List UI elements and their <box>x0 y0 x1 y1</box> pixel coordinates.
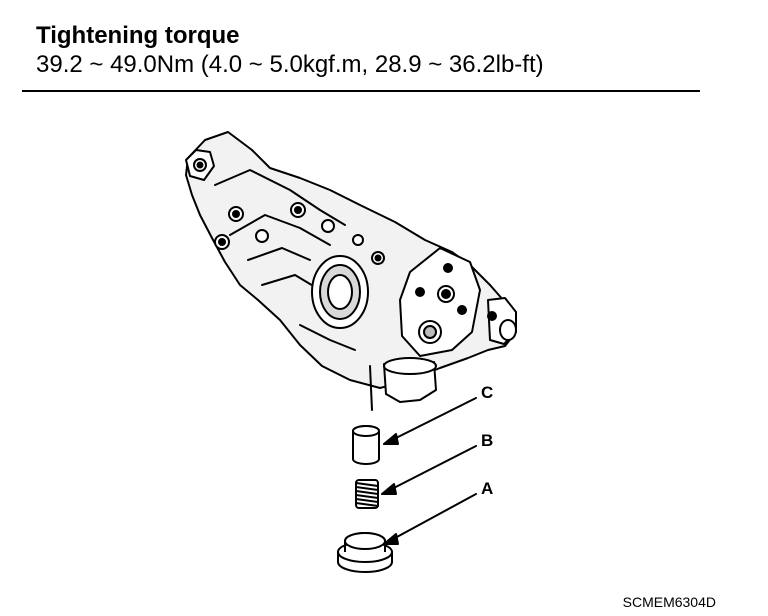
plug-part-a <box>337 532 393 573</box>
torque-header: Tightening torque 39.2 ~ 49.0Nm (4.0 ~ 5… <box>22 22 700 80</box>
leader-c <box>383 397 477 445</box>
leader-b <box>381 445 477 495</box>
header-divider <box>22 90 700 92</box>
leader-a <box>383 493 477 545</box>
callout-c: C <box>481 383 494 402</box>
spring-part-b <box>355 479 379 509</box>
torque-title: Tightening torque <box>36 22 240 49</box>
oil-pump-housing <box>185 131 517 411</box>
torque-spec: 39.2 ~ 49.0Nm (4.0 ~ 5.0kgf.m, 28.9 ~ 36… <box>36 51 544 78</box>
plunger-part-c <box>352 425 380 465</box>
callout-b: B <box>481 431 494 450</box>
figure-code: SCMEM6304D <box>622 594 716 610</box>
callout-a: A <box>481 479 494 498</box>
